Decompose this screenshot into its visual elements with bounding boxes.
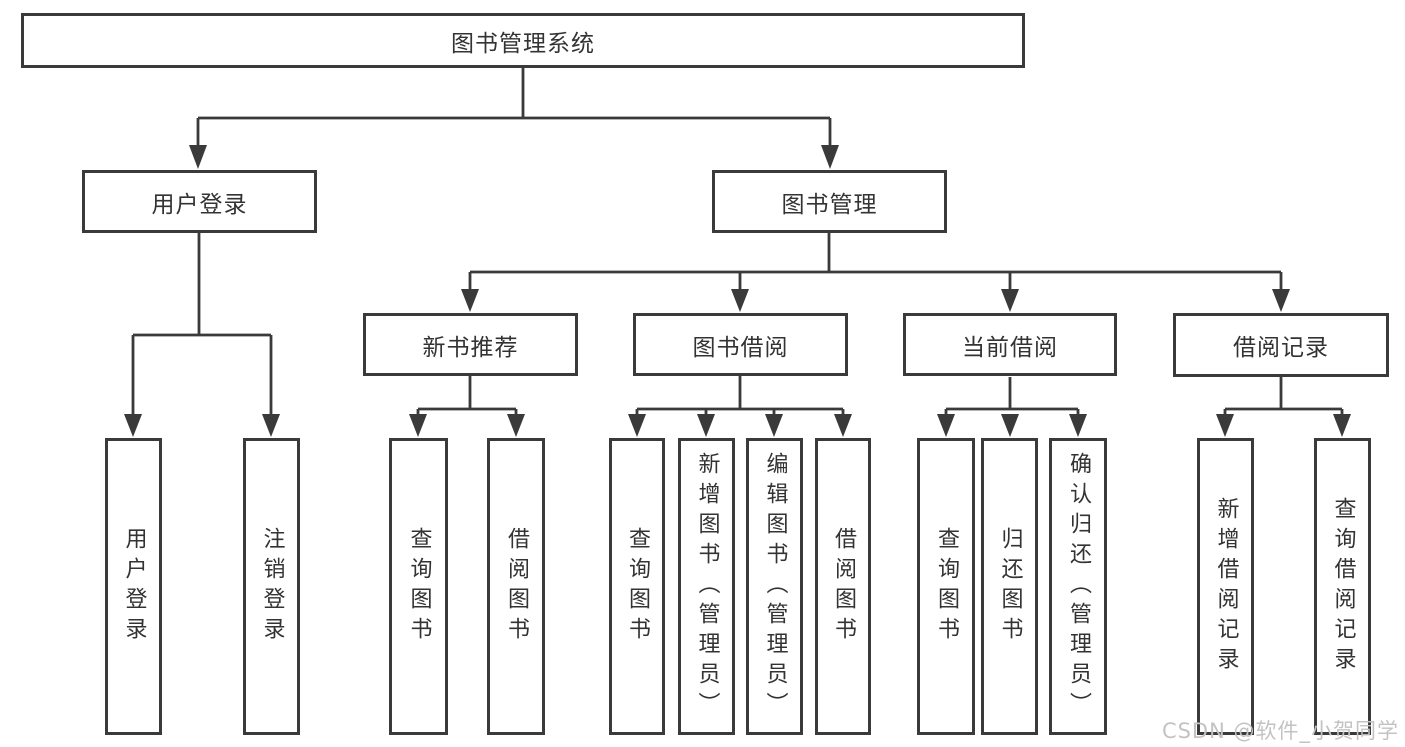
node-book-management: 图书管理 [712, 170, 947, 233]
leaf-return-book: 归还图书 [981, 438, 1038, 735]
arrowheads [124, 145, 1351, 437]
node-library-system: 图书管理系统 [21, 13, 1025, 68]
leaf-query-books-current: 查询图书 [917, 438, 975, 735]
node-book-borrow: 图书借阅 [633, 313, 848, 376]
csdn-watermark: CSDN @软件_小贺同学 [1161, 719, 1399, 743]
leaf-add-book-admin: 新增图书（管理员） [678, 438, 735, 735]
node-user-login: 用户登录 [82, 170, 317, 233]
node-current-borrow: 当前借阅 [903, 313, 1117, 376]
leaf-edit-book-admin: 编辑图书（管理员） [746, 438, 803, 735]
leaf-user-login: 用户登录 [105, 438, 162, 735]
leaf-query-books-borrow: 查询图书 [609, 438, 665, 735]
leaf-query-borrow-record: 查询借阅记录 [1314, 438, 1371, 735]
leaf-query-books-recommend: 查询图书 [389, 438, 448, 735]
node-new-book-recommend: 新书推荐 [363, 313, 578, 376]
leaf-borrow-books: 借阅图书 [815, 438, 871, 735]
leaf-confirm-return-admin: 确认归还（管理员） [1049, 438, 1107, 735]
node-borrow-records: 借阅记录 [1173, 313, 1389, 377]
leaf-logout: 注销登录 [243, 438, 300, 735]
leaf-borrow-books-recommend: 借阅图书 [487, 438, 545, 735]
leaf-add-borrow-record: 新增借阅记录 [1197, 438, 1254, 735]
